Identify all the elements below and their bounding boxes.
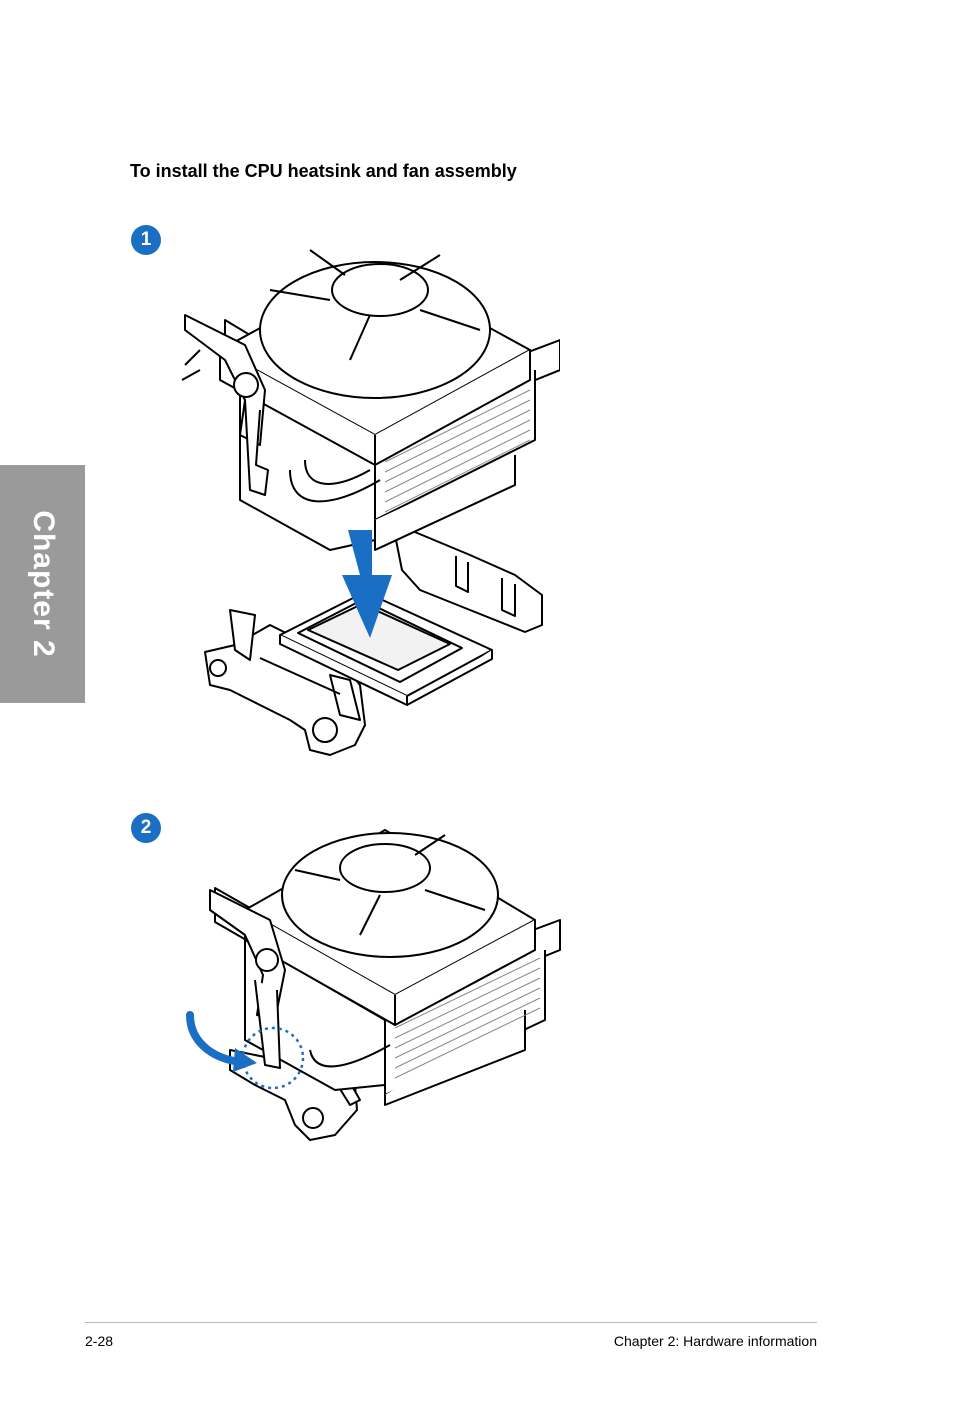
- step-2-illustration: [186, 829, 561, 1141]
- down-arrow: [342, 530, 392, 638]
- chapter-tab: Chapter 2: [0, 465, 85, 703]
- fan: [281, 832, 499, 958]
- rotate-arrow: [186, 1011, 244, 1066]
- chapter-tab-label: Chapter 2: [26, 510, 60, 658]
- rotate-arrow-head: [233, 1048, 257, 1072]
- footer-chapter-title: Chapter 2: Hardware information: [613, 1333, 817, 1349]
- heatpipes: [309, 1044, 391, 1068]
- heatsink-fins: [394, 957, 541, 1079]
- section-heading: To install the CPU heatsink and fan asse…: [130, 161, 517, 181]
- lock-lever: [209, 889, 286, 1069]
- step-2-badge: 2: [131, 813, 161, 843]
- step-1-badge: 1: [131, 225, 161, 255]
- highlight-circle: [241, 1026, 305, 1090]
- step-1-illustration: [181, 249, 560, 756]
- fan: [259, 249, 491, 399]
- retention-clip-right: [395, 529, 543, 633]
- cpu-socket: [279, 591, 493, 706]
- page-number: 2-28: [85, 1333, 114, 1349]
- heatpipes: [289, 459, 381, 503]
- lock-lever: [181, 314, 269, 496]
- footer-rule: [85, 1322, 817, 1323]
